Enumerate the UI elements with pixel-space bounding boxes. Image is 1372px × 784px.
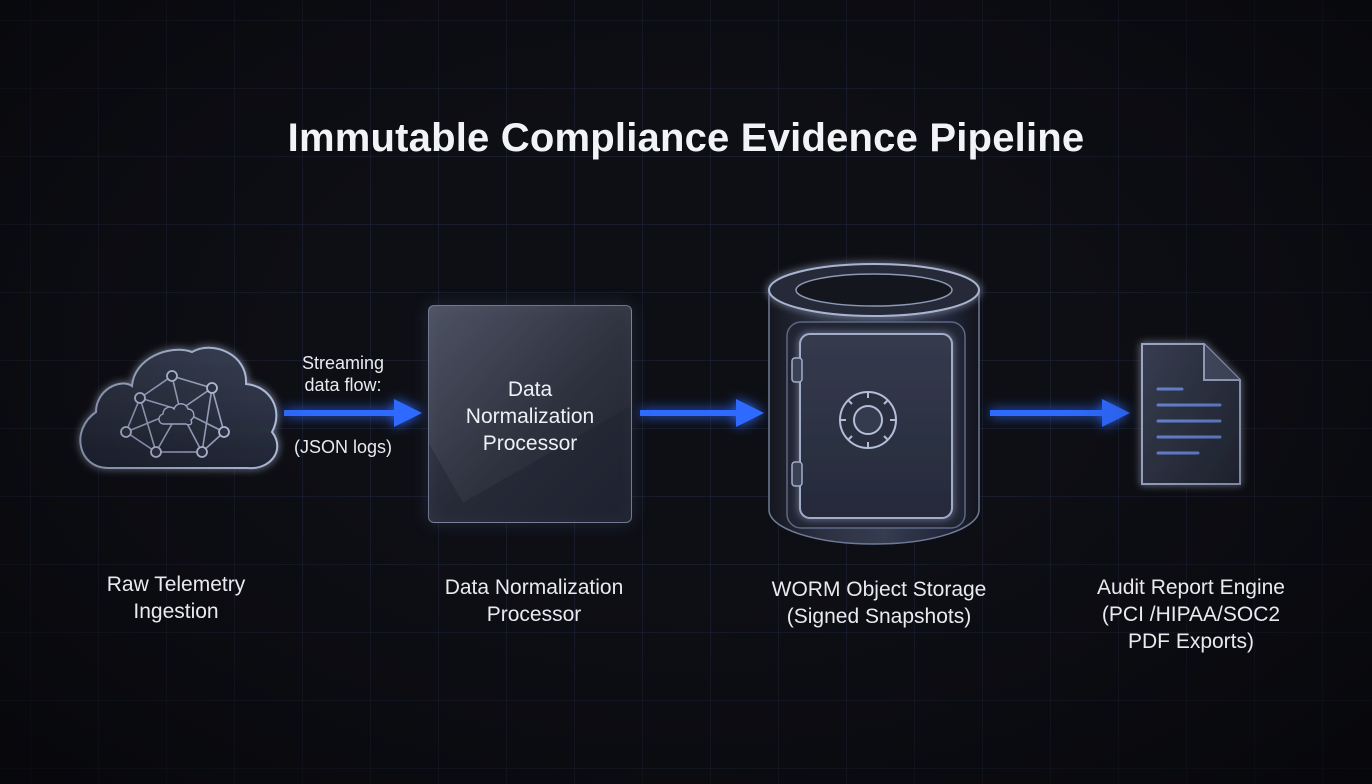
stage-label-line: Raw Telemetry [106, 573, 246, 596]
flow-arrow-3 [990, 399, 1130, 427]
cloud-network-icon [79, 346, 279, 470]
flow-arrow-2 [640, 399, 764, 427]
flow-arrow-1 [284, 399, 422, 427]
stage-label-line: Ingestion [133, 600, 219, 623]
diagram-title: Immutable Compliance Evidence Pipeline [287, 116, 1085, 160]
stage-label-line: Data Normalization [444, 576, 624, 599]
flow-note-line-1: Streaming [301, 353, 385, 373]
stage-label-line: Processor [486, 603, 582, 626]
stage-label-line: WORM Object Storage [771, 578, 987, 601]
stage-label-line: Audit Report Engine [1097, 576, 1285, 599]
flow-note-line-2: data flow: [304, 375, 382, 395]
stage-label-storage: WORM Object Storage (Signed Snapshots) [744, 576, 1014, 630]
processor-box-line-1: Data [507, 378, 553, 401]
processor-box-label: Data Normalization Processor [429, 376, 631, 457]
vault-cylinder-icon [768, 263, 980, 545]
processor-box-line-2: Normalization [465, 405, 595, 428]
processor-box-line-3: Processor [482, 432, 578, 455]
flow-note-bottom: (JSON logs) [283, 436, 403, 458]
flow-note-line-3: (JSON logs) [293, 437, 392, 457]
stage-label-reporting: Audit Report Engine (PCI /HIPAA/SOC2 PDF… [1071, 574, 1311, 655]
stage-label-processor: Data Normalization Processor [419, 574, 649, 628]
stage-label-line: (PCI /HIPAA/SOC2 [1101, 603, 1281, 626]
processor-box: Data Normalization Processor [428, 305, 632, 523]
stage-label-line: PDF Exports) [1127, 630, 1255, 653]
flow-note-top: Streaming data flow: [288, 352, 398, 396]
document-icon [1141, 343, 1241, 485]
stage-label-ingestion: Raw Telemetry Ingestion [76, 571, 276, 625]
stage-label-line: (Signed Snapshots) [786, 605, 972, 628]
